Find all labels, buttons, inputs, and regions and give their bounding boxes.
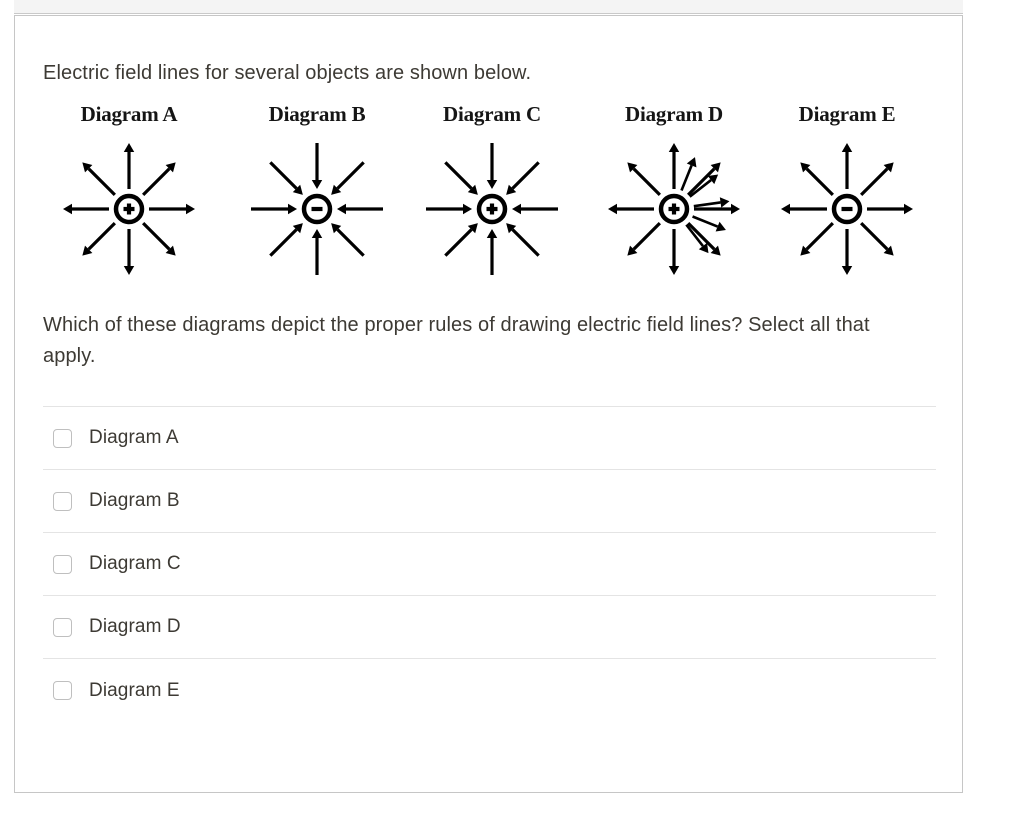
diagram-figure-row: Diagram A Diagram B Diagram C Diagram D … [43,101,946,296]
answer-options-list: Diagram A Diagram B Diagram C Diagram D … [43,406,936,722]
checkbox-icon[interactable] [53,491,72,511]
diagram-figure-d: Diagram D [588,101,760,279]
option-label: Diagram A [89,427,179,448]
field-line-art [231,139,403,279]
diagram-figure-a: Diagram A [43,101,215,279]
window-top-strip [14,0,963,14]
field-line-art [43,139,215,279]
option-label: Diagram C [89,553,181,574]
diagram-caption: Diagram E [798,102,896,126]
checkbox-icon[interactable] [53,681,72,700]
option-row-a[interactable]: Diagram A [43,407,936,470]
option-row-e[interactable]: Diagram E [43,659,936,722]
checkbox-icon[interactable] [53,554,72,574]
option-row-d[interactable]: Diagram D [43,596,936,659]
checkbox-icon[interactable] [53,428,72,448]
checkbox-icon[interactable] [53,617,72,637]
option-label: Diagram E [89,679,180,701]
field-line-art [761,139,933,279]
diagram-caption: Diagram B [268,102,366,126]
intro-text: Electric field lines for several objects… [43,62,532,84]
diagram-caption: Diagram D [625,102,723,126]
field-line-art [588,139,760,279]
question-card: Electric field lines for several objects… [14,15,963,793]
diagram-caption: Diagram C [443,102,541,126]
diagram-caption: Diagram A [80,102,178,126]
question-text: Which of these diagrams depict the prope… [43,314,870,367]
option-row-c[interactable]: Diagram C [43,533,936,596]
diagram-figure-b: Diagram B [231,101,403,279]
field-line-art [406,139,578,279]
option-label: Diagram B [89,490,180,511]
option-label: Diagram D [89,616,181,637]
diagram-figure-c: Diagram C [406,101,578,279]
diagram-figure-e: Diagram E [761,101,933,279]
option-row-b[interactable]: Diagram B [43,470,936,533]
